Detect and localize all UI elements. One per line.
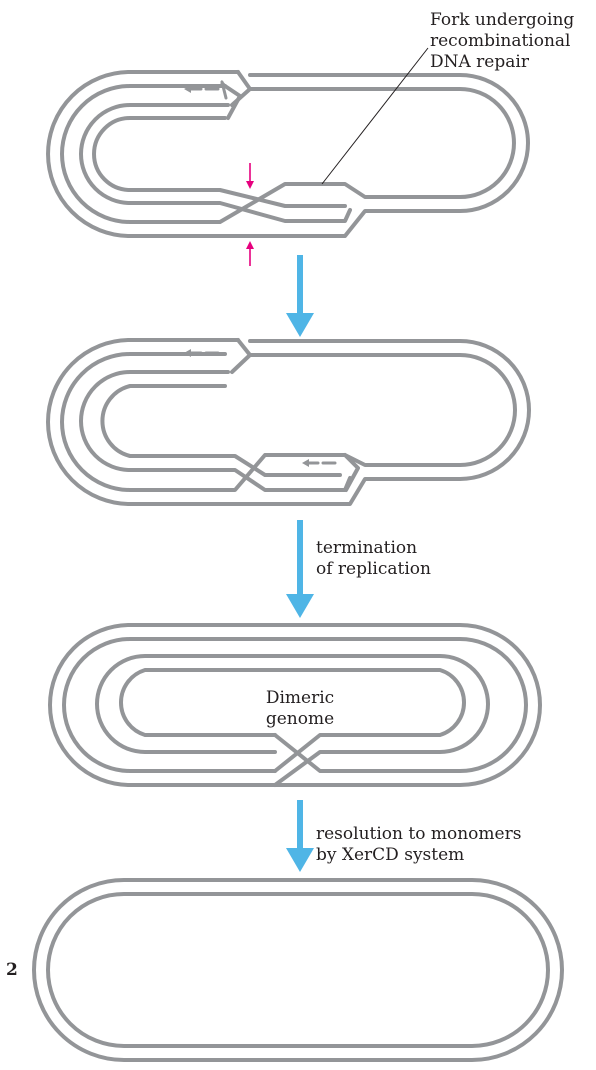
dimeric-genome-label-line2: genome bbox=[265, 709, 335, 729]
dimeric-genome-label-line1: Dimeric bbox=[265, 688, 335, 708]
fork-label-line3: DNA repair bbox=[430, 52, 529, 72]
stage2-recombined-forks bbox=[46, 338, 531, 506]
cut-marker-bottom-head bbox=[246, 241, 254, 249]
stage3-loop-3 bbox=[95, 654, 490, 787]
stage3-outer-loop bbox=[48, 623, 542, 787]
stage1-nascent-strand-arrow-2 bbox=[219, 80, 228, 100]
process-arrows bbox=[286, 255, 314, 872]
stage3-dimeric-genome bbox=[48, 623, 542, 787]
stage2-fork-arm-bottom bbox=[343, 453, 360, 492]
stage1-loop-2 bbox=[60, 84, 516, 224]
stage4-inner-strand bbox=[46, 892, 550, 1048]
fork-label: Fork undergoing recombinational DNA repa… bbox=[430, 10, 574, 73]
crossover-cut-markers bbox=[246, 163, 254, 266]
stage2-loop-2 bbox=[60, 352, 517, 492]
termination-label: termination of replication bbox=[316, 538, 431, 580]
stage4-monomer-chromosome bbox=[32, 878, 564, 1062]
stage1-replication-fork bbox=[46, 70, 530, 238]
process-arrow-step3 bbox=[286, 800, 314, 872]
monomer-count-label: 2 bbox=[6, 960, 18, 980]
stage2-fork-arm-top bbox=[230, 338, 252, 374]
cut-marker-top-head bbox=[246, 181, 254, 189]
resolution-label: resolution to monomers by XerCD system bbox=[316, 824, 521, 866]
termination-label-line1: termination bbox=[316, 538, 418, 558]
stage3-loop-2 bbox=[62, 637, 528, 773]
stage1-fork-arm-bottom bbox=[223, 84, 242, 120]
termination-label-line2: of replication bbox=[316, 559, 431, 579]
resolution-label-line1: resolution to monomers bbox=[316, 824, 522, 844]
stage1-inner-loop bbox=[92, 116, 347, 208]
resolution-label-line2: by XerCD system bbox=[316, 845, 465, 865]
process-arrow-step1 bbox=[286, 255, 314, 337]
stage2-outer-loop bbox=[46, 338, 531, 506]
fork-label-line1: Fork undergoing bbox=[430, 10, 575, 30]
stage1-fork-arm-top bbox=[230, 70, 252, 107]
stage3-inner-loop bbox=[118, 668, 467, 773]
dimeric-genome-label: Dimeric genome bbox=[250, 688, 350, 730]
fork-label-line2: recombinational bbox=[430, 31, 571, 51]
stage1-loop-3 bbox=[79, 103, 352, 223]
stage1-outer-loop bbox=[46, 70, 530, 238]
fork-label-leader-line bbox=[321, 47, 429, 185]
stage4-outer-strand bbox=[32, 878, 564, 1062]
process-arrow-step2 bbox=[286, 520, 314, 618]
stage2-inner-loop bbox=[100, 384, 342, 477]
stage2-loop-3 bbox=[79, 370, 352, 492]
